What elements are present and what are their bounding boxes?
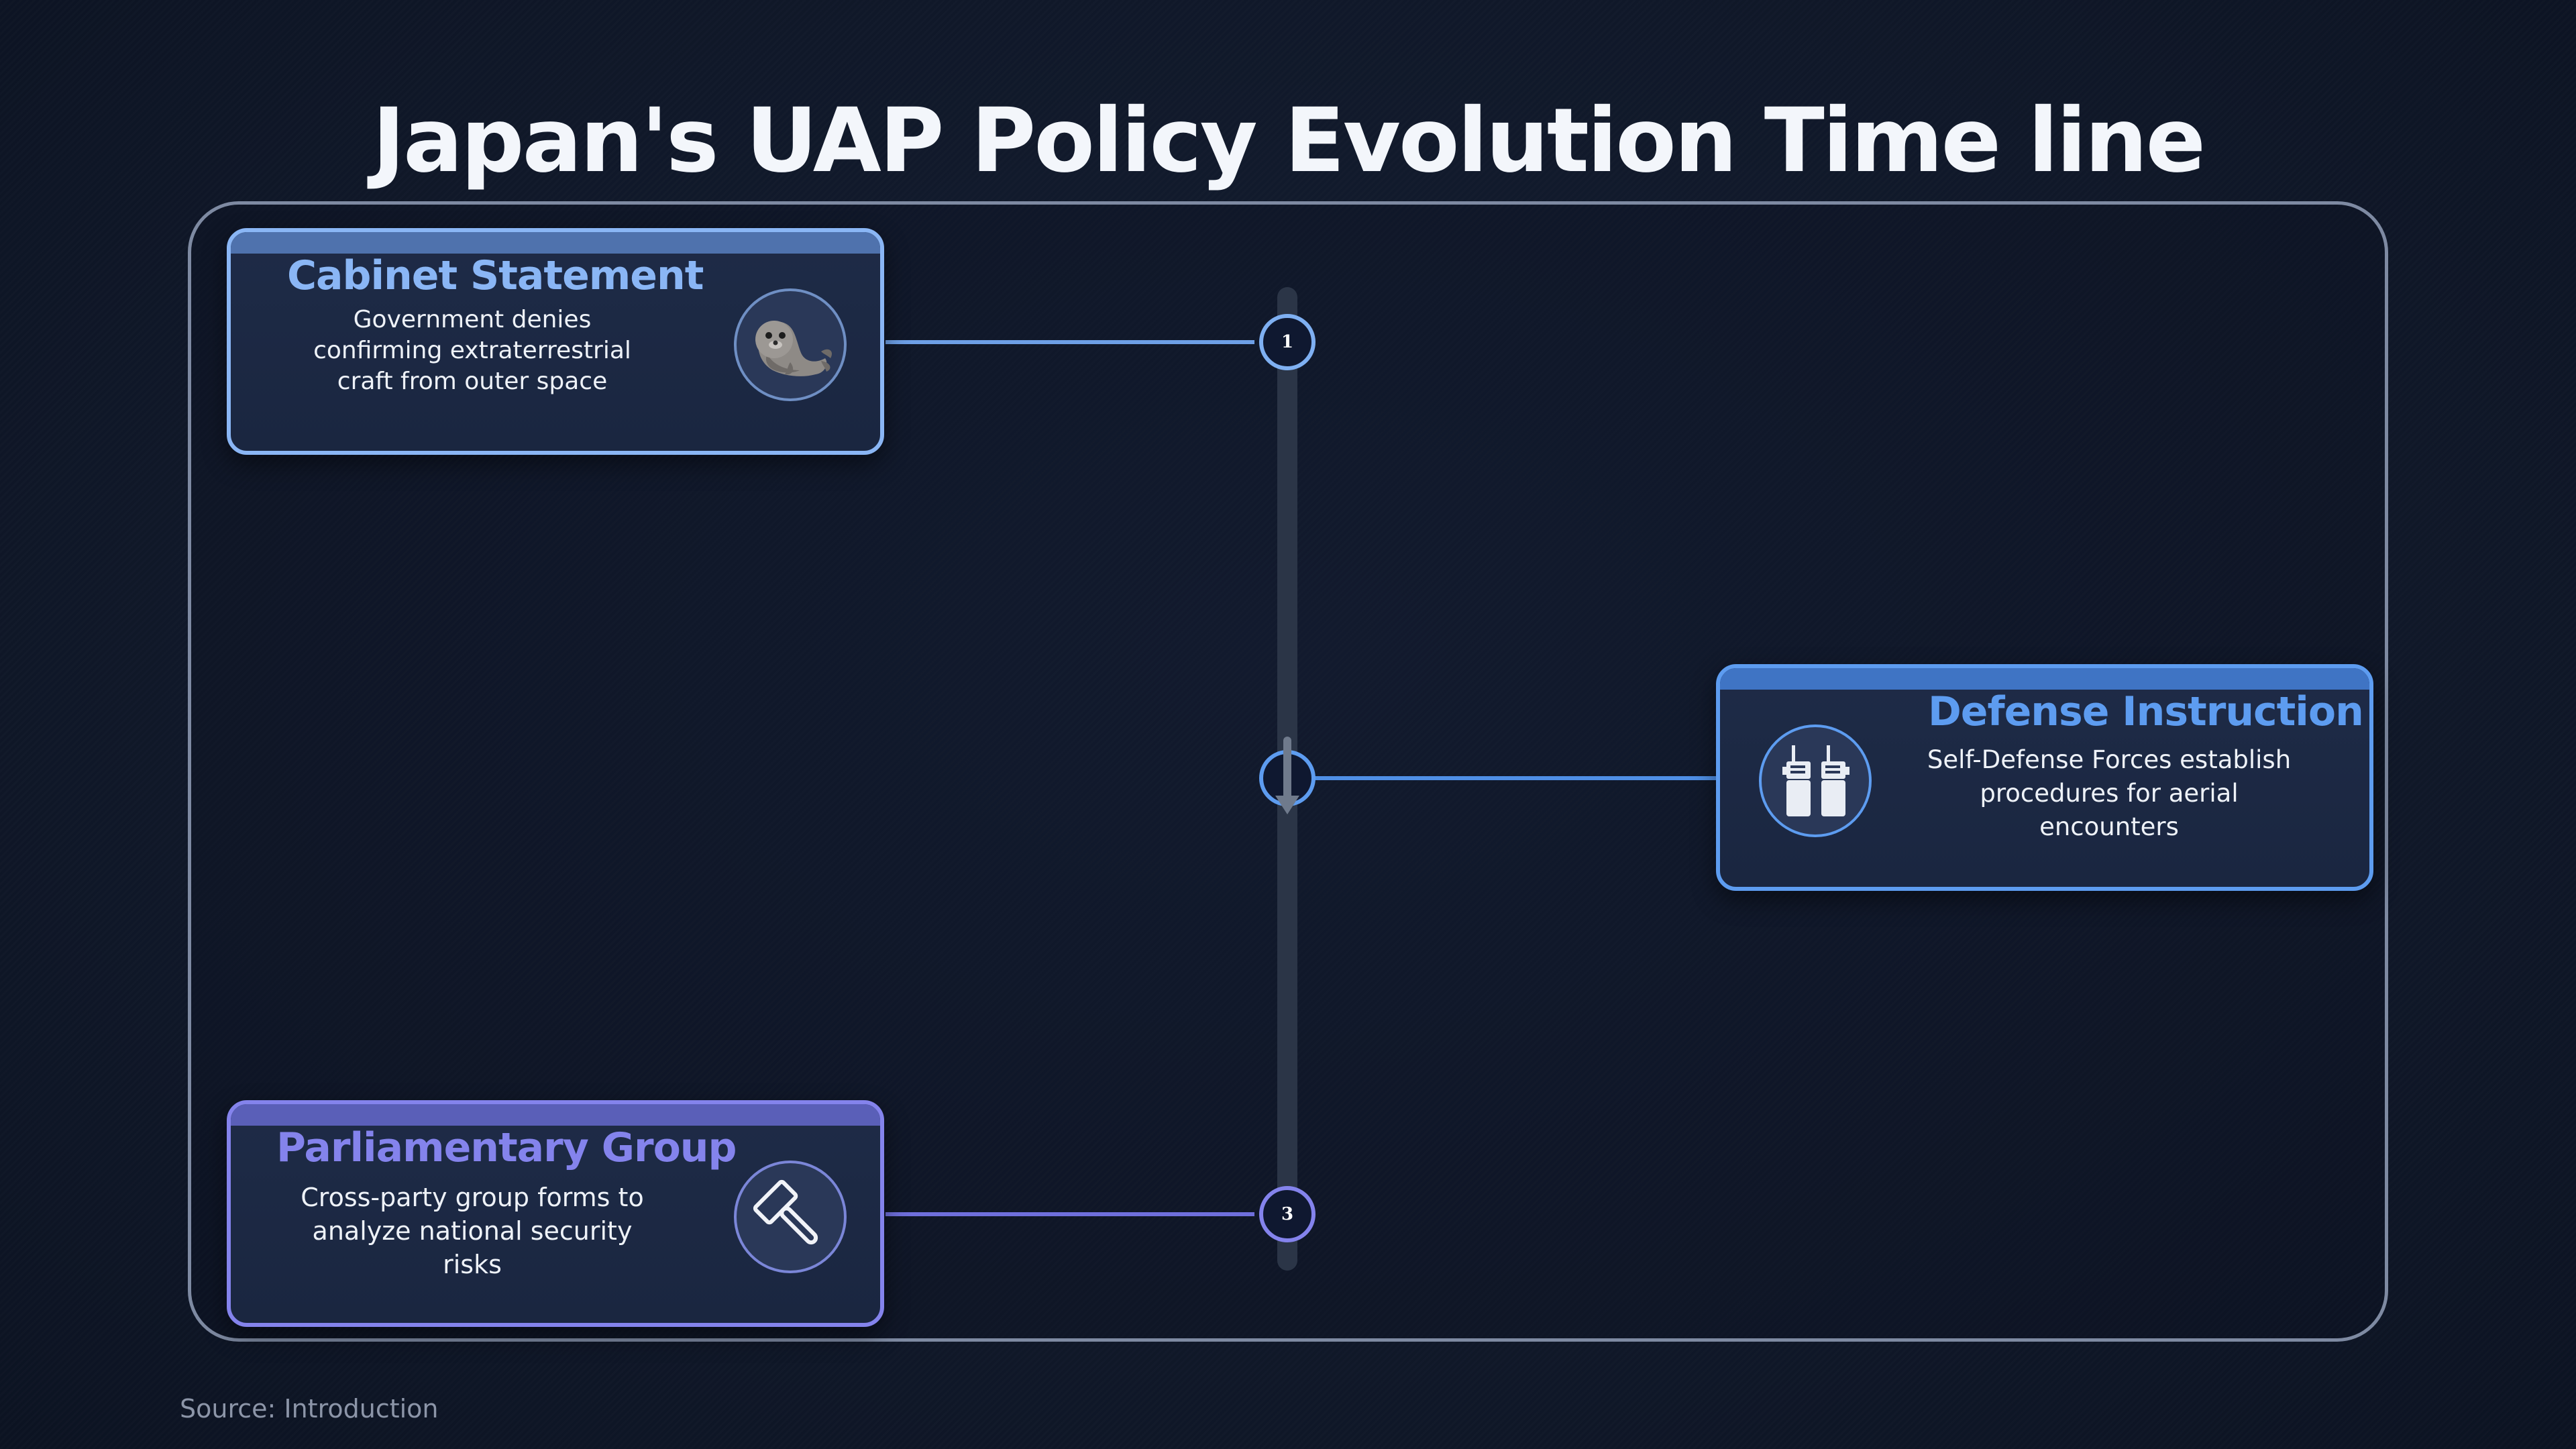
walkie-talkie-icon xyxy=(1759,724,1872,837)
connector-line-2 xyxy=(1315,776,1717,780)
page-title: Japan's UAP Policy Evolution Time line xyxy=(372,89,2206,193)
event-heading: Defense Instruction xyxy=(1928,688,2364,735)
event-heading: Parliamentary Group xyxy=(276,1124,737,1171)
arrow-down-icon xyxy=(1275,737,1299,814)
timeline-node-number: 1 xyxy=(1281,332,1294,352)
timeline-node-2 xyxy=(1259,737,1316,814)
event-card-cabinet-statement[interactable]: Cabinet Statement Government denies conf… xyxy=(227,228,884,455)
seal-icon xyxy=(734,288,847,401)
event-heading: Cabinet Statement xyxy=(287,252,704,299)
connector-line-1 xyxy=(885,340,1254,344)
event-description: Government denies confirming extraterres… xyxy=(313,306,631,395)
card-header-bar xyxy=(231,232,880,254)
gavel-icon xyxy=(734,1161,847,1273)
event-card-parliamentary-group[interactable]: Parliamentary Group Cross-party group fo… xyxy=(227,1100,884,1327)
card-header-bar xyxy=(231,1104,880,1126)
timeline-node-number: 3 xyxy=(1281,1204,1294,1224)
connector-line-3 xyxy=(885,1212,1254,1216)
source-note: Source: Introduction xyxy=(180,1394,439,1424)
event-card-defense-instruction[interactable]: Defense Instruction Self-Defense Forces … xyxy=(1716,664,2373,891)
card-header-bar xyxy=(1720,668,2369,690)
event-description: Self-Defense Forces establish procedures… xyxy=(1927,745,2292,841)
timeline-node-3: 3 xyxy=(1259,1186,1316,1242)
event-description: Cross-party group forms to analyze natio… xyxy=(301,1183,644,1279)
timeline-node-1: 1 xyxy=(1259,314,1316,370)
